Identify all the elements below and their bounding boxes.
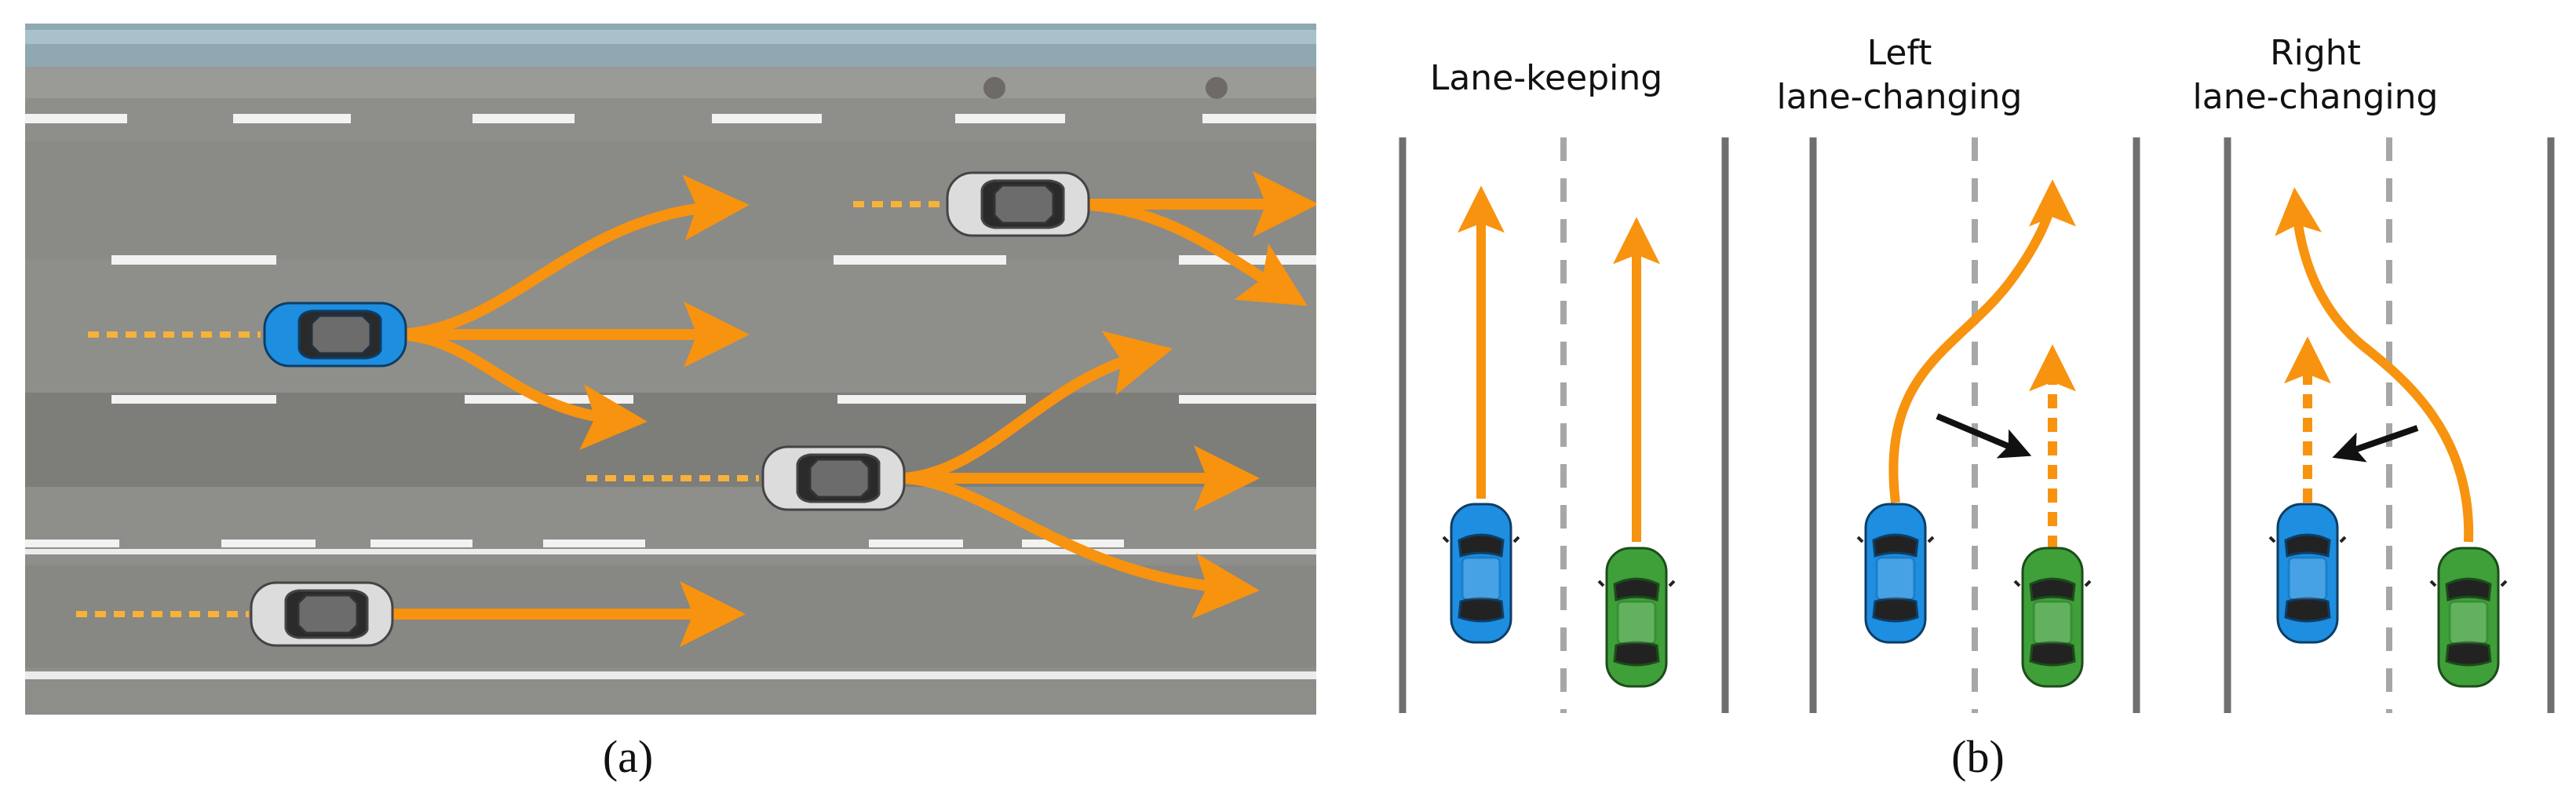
- other-car-icon: [946, 171, 1090, 237]
- caption-a: (a): [602, 731, 654, 782]
- predicted-trajectories: [377, 171, 1319, 647]
- ego-car-icon: [263, 302, 407, 368]
- other-car-icon: [761, 445, 906, 511]
- other-car-icon: [250, 581, 394, 647]
- title-right-lane-changing: Right lane-changing: [2192, 33, 2439, 117]
- blue-car-icon: [1856, 503, 1935, 644]
- history-trails: [76, 201, 947, 617]
- blue-car-icon: [1442, 503, 1520, 644]
- scenario-left-lane-changing: [1809, 137, 2140, 713]
- green-car-icon: [2013, 547, 2092, 688]
- title-left-lane-changing: Left lane-changing: [1776, 33, 2023, 117]
- aerial-road-scene: [9, 24, 1319, 715]
- blue-car-icon: [2268, 503, 2347, 644]
- scenario-right-lane-changing: [2224, 137, 2555, 713]
- scenario-lane-keeping: [1399, 137, 1729, 713]
- title-lane-keeping: Lane-keeping: [1429, 58, 1663, 98]
- lane-scenarios-diagram: [1399, 137, 2555, 713]
- black-arrow-icon: [1936, 413, 2032, 459]
- panel-a-aerial-road: [9, 24, 1319, 715]
- green-car-icon: [2429, 547, 2508, 688]
- caption-b: (b): [1951, 731, 2005, 782]
- green-car-icon: [1597, 547, 1676, 688]
- black-arrow-icon: [2332, 425, 2419, 463]
